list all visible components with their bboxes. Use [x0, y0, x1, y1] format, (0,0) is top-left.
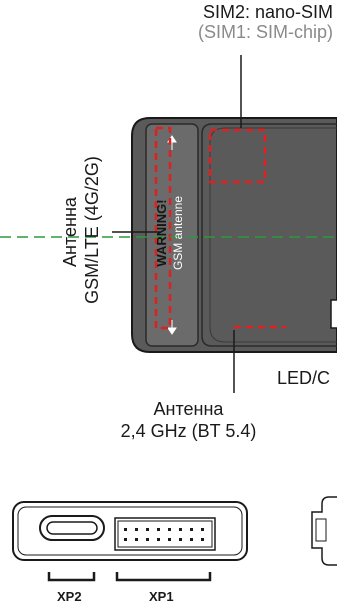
usb-c-port-inner — [46, 521, 98, 535]
gsm-antenna-marker — [154, 126, 172, 330]
bt-label-line2: 2,4 GHz (BT 5.4) — [120, 421, 257, 441]
side-component-detail — [315, 518, 327, 542]
bt-label-line1: Антенна — [153, 399, 224, 419]
sim-label-secondary: (SIM1: SIM-chip) — [197, 22, 333, 42]
arrow-down-icon — [167, 320, 177, 335]
gsm-label-line2: GSM/LTE (4G/2G) — [82, 156, 102, 304]
gsm-label-line1: Антенна — [60, 197, 80, 267]
label-strip — [145, 123, 199, 347]
device-warning-text: WARNING! — [154, 199, 169, 267]
xp2-label: XP2 — [57, 589, 82, 604]
pin-header-inner — [117, 520, 213, 548]
side-component — [311, 496, 337, 566]
sim-slot-marker — [208, 128, 267, 184]
pin-header-pins — [124, 528, 204, 541]
pin-header — [114, 517, 216, 551]
inner-tray — [201, 123, 337, 347]
sim-label-primary: SIM2: nano-SIM — [202, 2, 333, 22]
device-gsm-antenne-text: GSM antenne — [171, 195, 185, 271]
connector-device-inner — [17, 506, 243, 556]
xp1-label: XP1 — [149, 589, 174, 604]
xp1-bracket — [115, 572, 212, 582]
led-label: LED/C — [277, 368, 331, 388]
inner-tray-edge — [209, 127, 337, 343]
xp2-bracket — [47, 572, 96, 582]
side-notch — [330, 299, 337, 329]
